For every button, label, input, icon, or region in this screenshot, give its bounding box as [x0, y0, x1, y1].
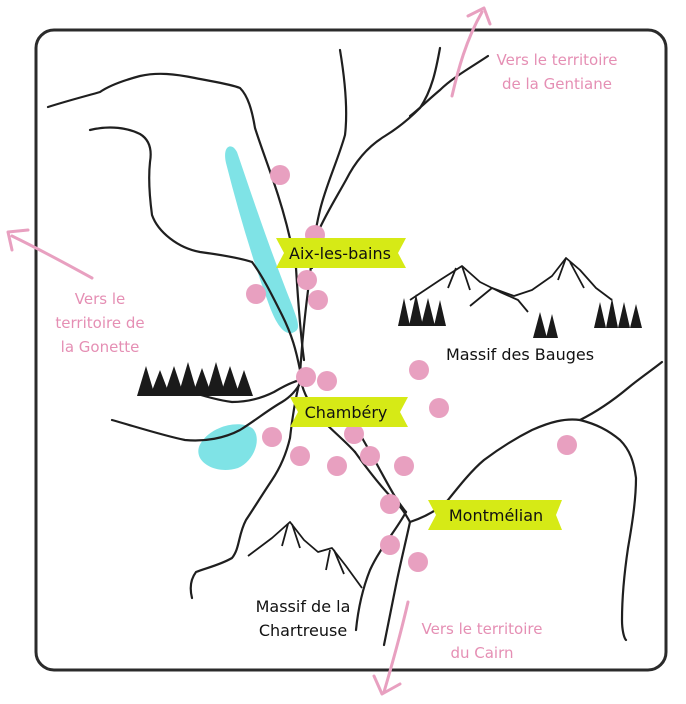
- stop-dot[interactable]: [327, 456, 347, 476]
- mountains-chartreuse-icon: [247, 521, 363, 589]
- city-label-montmelian[interactable]: Montmélian: [428, 500, 562, 530]
- territory-cairn-line1: Vers le territoire: [422, 620, 543, 638]
- stop-dot[interactable]: [344, 424, 364, 444]
- map-frame: [34, 28, 668, 672]
- mountains-bauges-icon: [409, 257, 613, 313]
- city-label-aix[interactable]: Aix-les-bains: [276, 238, 406, 268]
- stop-dot[interactable]: [394, 456, 414, 476]
- stop-dot[interactable]: [380, 535, 400, 555]
- city-name: Montmélian: [449, 506, 543, 525]
- arrow-up-left-icon[interactable]: [6, 228, 94, 280]
- massif-chartreuse-label-line2: Chartreuse: [259, 621, 347, 640]
- city-name: Aix-les-bains: [289, 244, 391, 263]
- stops: [246, 165, 577, 572]
- arrow-down-icon[interactable]: [372, 600, 410, 696]
- stop-dot[interactable]: [262, 427, 282, 447]
- stop-dot[interactable]: [290, 446, 310, 466]
- stop-dot[interactable]: [409, 360, 429, 380]
- territory-gonette-line3: la Gonette: [61, 338, 140, 356]
- stop-dot[interactable]: [557, 435, 577, 455]
- lake-bourget: [225, 146, 299, 334]
- stop-dot[interactable]: [408, 552, 428, 572]
- territory-gentiane-line1: Vers le territoire: [497, 51, 618, 69]
- lake-aiguebelette: [198, 424, 257, 470]
- stop-dot[interactable]: [317, 371, 337, 391]
- forest-bauges: [398, 294, 642, 338]
- city-name: Chambéry: [305, 403, 388, 422]
- arrow-up-right-icon[interactable]: [450, 6, 492, 98]
- stop-dot[interactable]: [296, 367, 316, 387]
- stop-dot[interactable]: [429, 398, 449, 418]
- territory-gonette-line1: Vers le: [75, 290, 125, 308]
- massif-chartreuse-label-line1: Massif de la: [256, 597, 351, 616]
- stop-dot[interactable]: [360, 446, 380, 466]
- stop-dot[interactable]: [308, 290, 328, 310]
- stop-dot[interactable]: [246, 284, 266, 304]
- territory-gonette-line2: territoire de: [55, 314, 144, 332]
- stop-dot[interactable]: [270, 165, 290, 185]
- city-label-chambery[interactable]: Chambéry: [290, 397, 408, 427]
- territory-gentiane-line2: de la Gentiane: [502, 75, 612, 93]
- stop-dot[interactable]: [380, 494, 400, 514]
- territory-cairn-line2: du Cairn: [450, 644, 513, 662]
- massif-bauges-label: Massif des Bauges: [446, 345, 594, 364]
- forest-left: [137, 362, 253, 396]
- stop-dot[interactable]: [297, 270, 317, 290]
